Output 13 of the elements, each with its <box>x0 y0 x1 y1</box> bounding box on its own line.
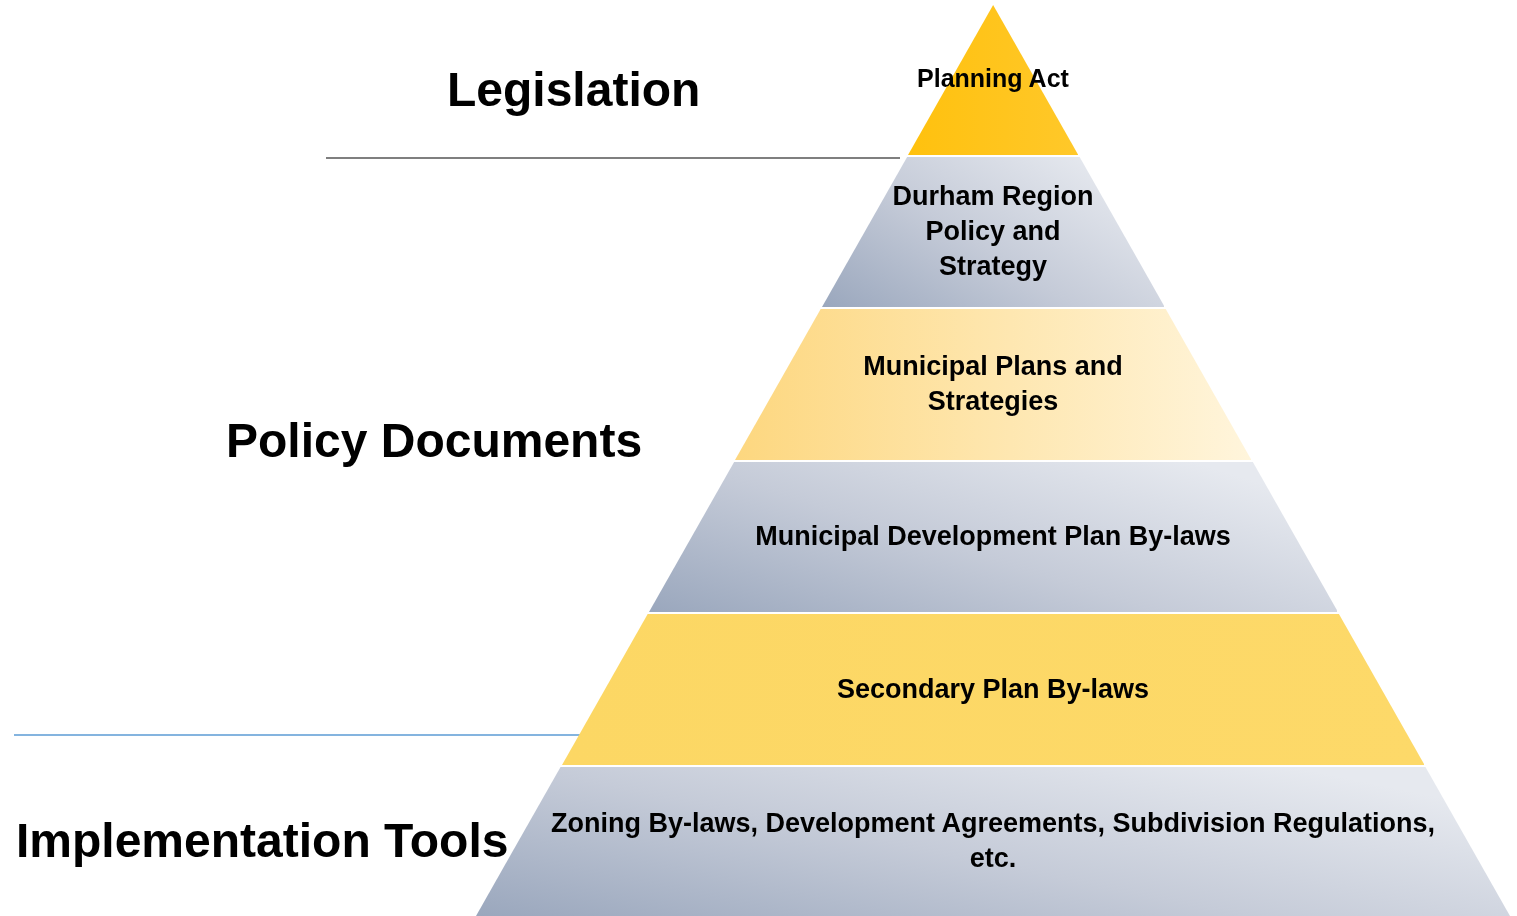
tier-label: Durham Region Policy and Strategy <box>891 179 1095 283</box>
pyramid-tier <box>907 5 1079 155</box>
pyramid-tier <box>734 309 1252 460</box>
section-heading: Legislation <box>447 62 701 117</box>
pyramid-tier <box>561 614 1425 765</box>
pyramid-tier <box>648 462 1338 612</box>
section-heading: Implementation Tools <box>16 813 509 868</box>
tier-label: Zoning By-laws, Development Agreements, Subdivision Regulations, etc. <box>549 807 1437 875</box>
pyramid-tier <box>821 157 1165 307</box>
tier-label: Secondary Plan By-laws <box>835 672 1151 706</box>
tier-label: Municipal Development Plan By-laws <box>754 519 1232 553</box>
section-heading: Policy Documents <box>226 413 643 468</box>
tier-label: Municipal Plans and Strategies <box>862 350 1124 418</box>
